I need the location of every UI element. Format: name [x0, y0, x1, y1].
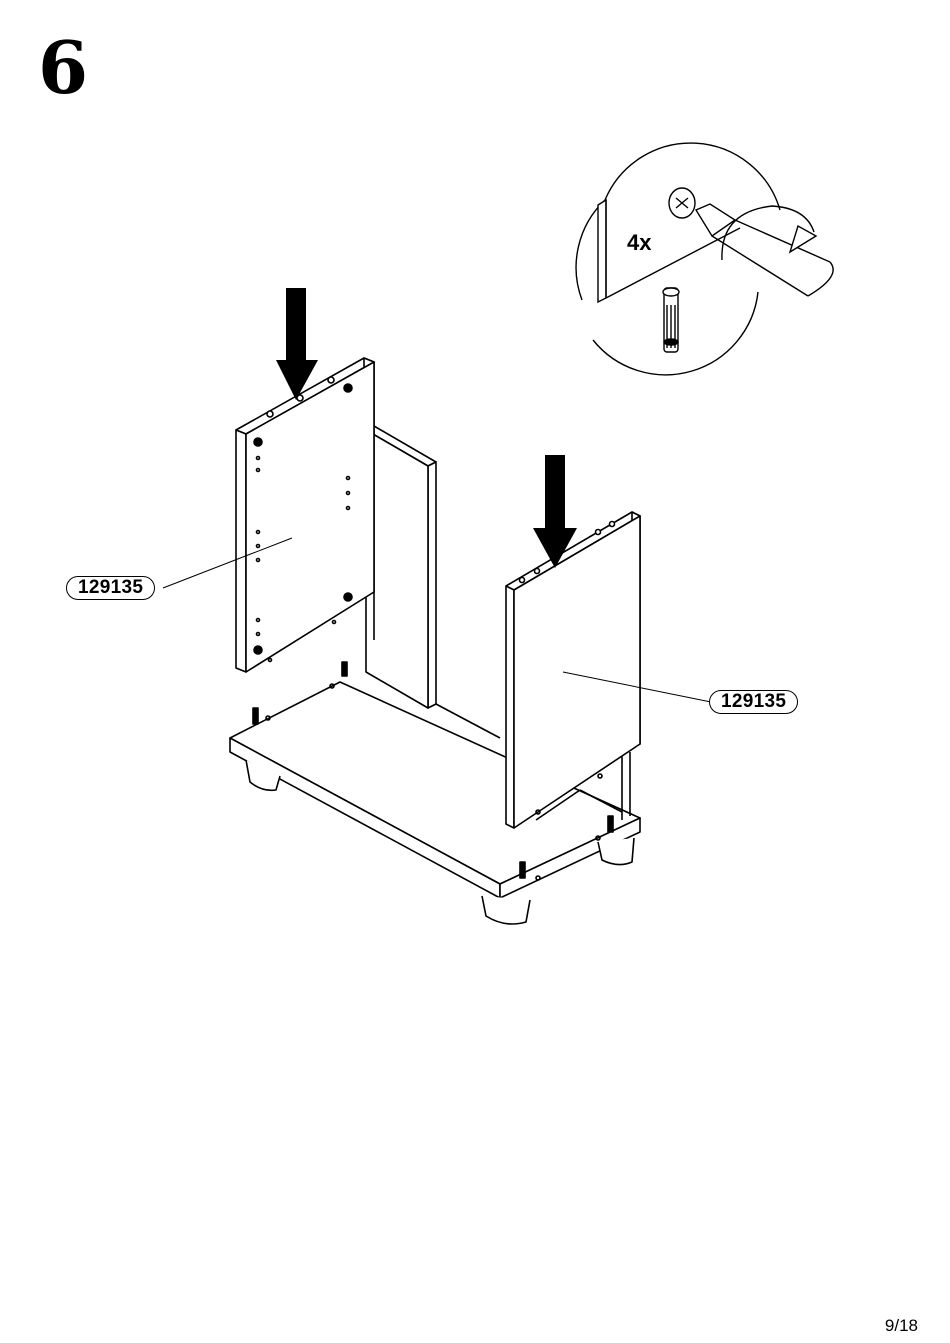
side-panel-right [506, 512, 640, 828]
cam-bolt-icon [663, 288, 679, 352]
foot-front [482, 896, 530, 924]
detail-callout [576, 143, 833, 375]
arrow-down-icon [276, 288, 318, 400]
page-number: 9/18 [885, 1316, 918, 1336]
back-panel [366, 426, 500, 738]
quantity-label: 4x [627, 230, 651, 256]
step-number: 6 [38, 32, 86, 104]
part-label-right: 129135 [709, 690, 798, 714]
side-panel-left [236, 358, 374, 672]
foot-right [598, 838, 634, 865]
part-label-left: 129135 [66, 576, 155, 600]
screwdriver-icon [669, 188, 833, 296]
